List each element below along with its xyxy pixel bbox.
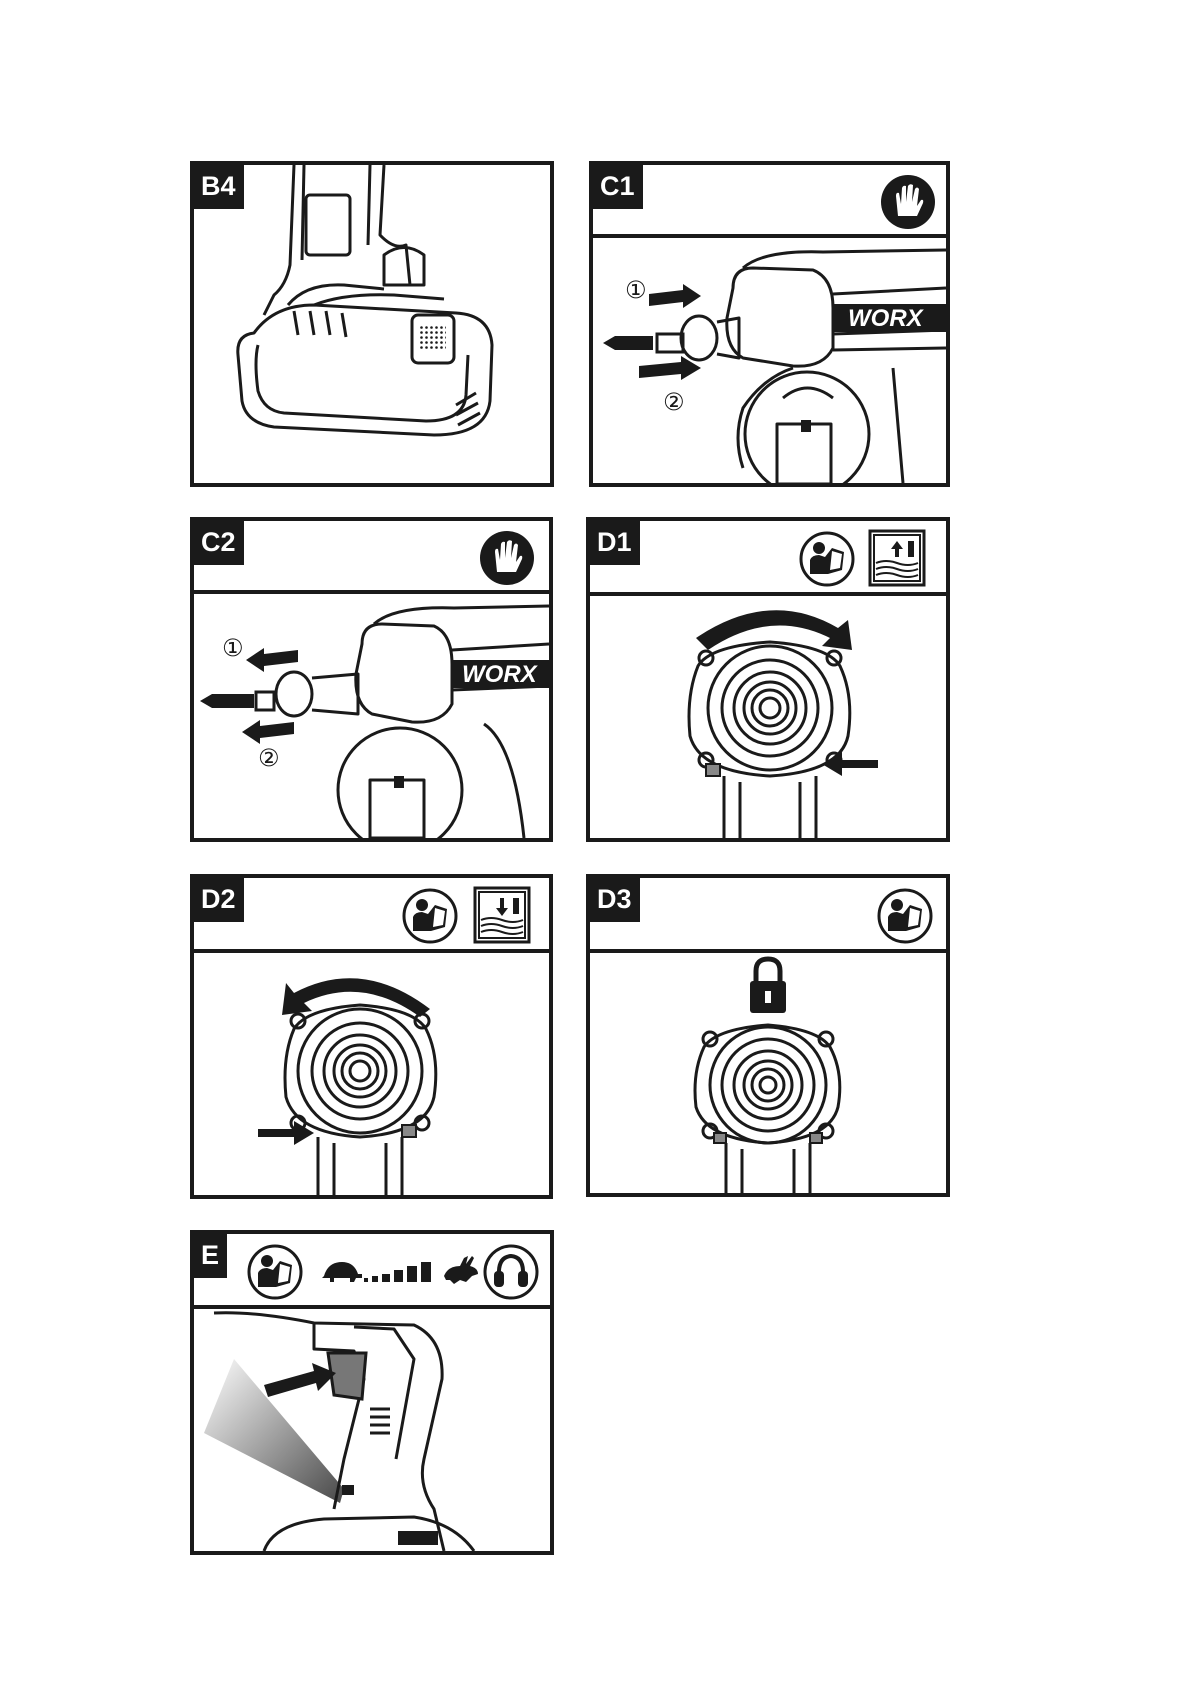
panel-header bbox=[593, 165, 946, 238]
panel-c2: C2 WORX bbox=[190, 517, 553, 842]
panel-label: D3 bbox=[590, 878, 640, 922]
panel-label: E bbox=[194, 1234, 227, 1278]
gloves-icon bbox=[880, 174, 936, 230]
speed-scale-icon bbox=[364, 1256, 436, 1286]
step-number: ① bbox=[222, 634, 244, 662]
remove-bit-icon bbox=[473, 886, 531, 944]
panel-d3: D3 bbox=[586, 874, 950, 1197]
panel-label: D1 bbox=[590, 521, 640, 565]
illustration-chuck-rotate-clockwise bbox=[590, 596, 946, 838]
lock-icon bbox=[750, 959, 786, 1013]
panel-header bbox=[194, 1234, 550, 1309]
brand-logo: WORX bbox=[848, 305, 925, 332]
panel-label: C1 bbox=[593, 165, 643, 209]
gloves-icon bbox=[479, 530, 535, 586]
panel-header bbox=[590, 521, 946, 596]
read-manual-icon bbox=[246, 1243, 304, 1301]
panel-d1: D1 bbox=[586, 517, 950, 842]
read-manual-icon bbox=[401, 887, 459, 945]
illustration-trigger-speed bbox=[194, 1309, 550, 1551]
insert-bit-icon bbox=[868, 529, 926, 587]
brand-logo: WORX bbox=[462, 661, 539, 688]
illustration-chuck-locked bbox=[590, 953, 946, 1193]
speed-rabbit-icon bbox=[440, 1252, 480, 1288]
panel-b4: B4 bbox=[190, 161, 554, 487]
illustration-insert-bit: WORX ① ② bbox=[593, 238, 946, 483]
panel-label: D2 bbox=[194, 878, 244, 922]
illustration-chuck-rotate-counterclockwise bbox=[194, 953, 549, 1195]
panel-c1: C1 WORX bbox=[589, 161, 950, 487]
speed-turtle-icon bbox=[320, 1256, 364, 1286]
panel-header bbox=[194, 521, 549, 594]
read-manual-icon bbox=[876, 887, 934, 945]
ear-protection-icon bbox=[482, 1243, 540, 1301]
illustration-remove-bit: WORX ① ② bbox=[194, 594, 549, 838]
step-number: ① bbox=[625, 276, 647, 304]
panel-d2: D2 bbox=[190, 874, 553, 1199]
panel-header bbox=[590, 878, 946, 953]
read-manual-icon bbox=[798, 530, 856, 588]
panel-label: B4 bbox=[194, 165, 244, 209]
panel-label: C2 bbox=[194, 521, 244, 565]
panel-e: E bbox=[190, 1230, 554, 1555]
panel-header bbox=[194, 878, 549, 953]
step-number: ② bbox=[258, 744, 280, 772]
step-number: ② bbox=[663, 388, 685, 416]
illustration-battery-attach bbox=[194, 165, 550, 483]
